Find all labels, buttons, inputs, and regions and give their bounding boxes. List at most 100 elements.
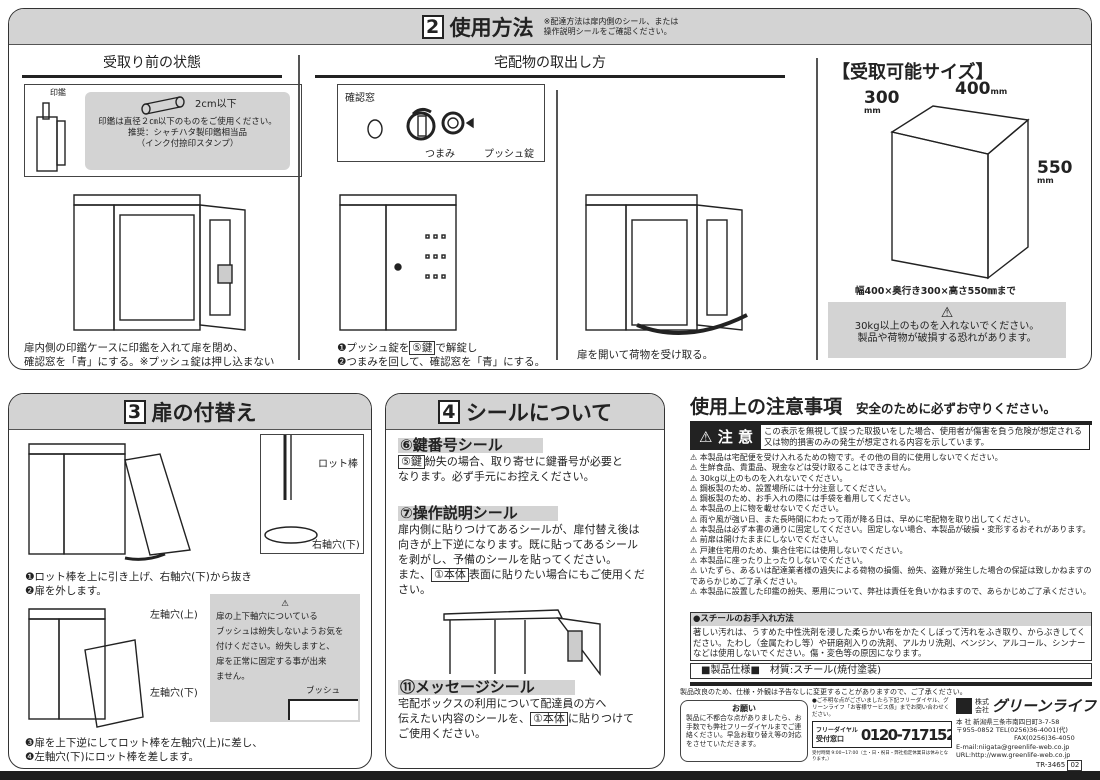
sticker-text: 宅配ボックスの利用について配達員の方へ [398, 697, 607, 710]
right-hole-label: 右軸穴(下) [312, 540, 360, 551]
sticker-title: ⑪メッセージシール [398, 680, 575, 695]
left-lower-hole-label: 左軸穴(下) [150, 688, 198, 699]
section-number: 4 [437, 399, 460, 424]
sticker-title: ⑦操作説明シール [398, 506, 558, 521]
cautions-title: 使用上の注意事項 [690, 396, 843, 418]
request-title: お願い [732, 704, 756, 713]
before-heading: 受取り前の状態 [22, 52, 282, 78]
bottom-bar [0, 771, 1100, 780]
open-caption: 扉を開いて荷物を受け取る。 [577, 349, 714, 361]
takeout-heading: 宅配物の取出し方 [315, 52, 785, 78]
door-reinstall-illustration [28, 608, 144, 728]
doc-code: TR-3465 02 [1036, 760, 1083, 771]
stamp-size: 2cm以下 [195, 99, 237, 110]
caution-list: ⚠ 本製品は宅配便を受け入れるための物です。その他の目的に使用しないでください。… [690, 453, 1092, 597]
change-notice: 製品改良のため、仕様・外観は予告なしに変更することがありますので、ご了承ください… [680, 688, 967, 696]
door-steps-3-4: ❸扉を上下逆にしてロット棒を左軸穴(上)に差し、❹左軸穴(下)にロット棒を差しま… [25, 736, 263, 764]
hotline-note: ●ご不明な点がございましたら下記フリーダイヤル、グリーンライフ「お客様サービス係… [812, 698, 950, 718]
care-title: ●スチールのお手入れ方法 [691, 613, 1091, 626]
caution-item: ⚠ 雨や風が強い日、また長時間にわたって雨が降る日は、早めに宅配物を取り出してく… [690, 514, 1035, 524]
fax: FAX(0256)36-4050 [1014, 734, 1075, 743]
key-tag: ⑤鍵 [409, 341, 436, 355]
step-1: ❶ロット棒を上に引き上げ、右軸穴(下)から抜き [25, 571, 252, 583]
caution-item: ⚠ 本製品は宅配便を受け入れるための物です。その他の目的に使用しないでください。 [690, 453, 1003, 462]
caution-item: ⚠ 本製品の上に物を載せないでください。 [690, 504, 844, 514]
cabinet-closed-illustration [339, 194, 457, 331]
sticker-text: 紛失の場合、取り寄せに鍵番号が必要と [424, 455, 623, 468]
step-3: ❸扉を上下逆にしてロット棒を左軸穴(上)に差し、 [25, 737, 263, 749]
code: TR-3465 [1036, 761, 1066, 769]
sticker-text: ご使用ください。 [398, 727, 486, 740]
stamp-callout [24, 84, 302, 177]
caution-item: ⚠ 本製品に設置した印鑑の紛失、悪用について、弊社は責任を負いかねますので、あら… [690, 586, 1091, 596]
section-number: 3 [123, 399, 146, 424]
care-text: 著しい汚れは、うすめた中性洗剤を浸した柔らかい布をかたくしぼって汚れをふき取り、… [693, 627, 1086, 658]
url: URL:http://www.greenlife-web.co.jp [956, 750, 1071, 759]
caution-item: ⚠ 鋼板製のため、お手入れの際には手袋を着用してください。 [690, 494, 916, 504]
warning-icon: ⚠ [281, 599, 289, 609]
hotline-hours: 受付時間 9:00~17:00（土・日・祝日・弊社指定休業日は休みとなります。） [812, 751, 949, 762]
sticker-text: 扉内側に貼りつけてあるシールが、扉付替え後は [398, 523, 640, 536]
hotline-label-line: フリーダイヤル [816, 726, 858, 734]
caution-item: ⚠ いたずら、あるいは配達業者様の過失による荷物の損傷、紛失、盗難が発生した場合… [690, 566, 1092, 586]
stamp-info: 2cm以下 印鑑は直径２㎝以下のものをご使用ください。 推奨：シャチハタ製印鑑相… [85, 92, 290, 170]
rod-detail-illustration [264, 435, 318, 544]
caution-item: ⚠ 本製品は必ず本書の通りに固定してください。固定しない場合、本製品が破損・変形… [690, 525, 1091, 535]
logo-mark [956, 698, 972, 714]
divider [556, 90, 558, 360]
section-usage-header: 2 使用方法 ※配達方法は扉内側のシール、または 操作説明シールをご確認ください… [9, 9, 1091, 45]
bush-label: ブッシュ [306, 686, 341, 696]
door-removal-illustration [28, 443, 191, 561]
rod-label: ロット棒 [318, 459, 358, 470]
unit: mm [990, 87, 1008, 96]
request-text: 製品に不都合な点がありましたら、お手数でも弊社フリーダイヤルまでご連絡ください。… [686, 714, 802, 748]
caution-item: ⚠ 30kg以上のものを入れないでください。 [690, 473, 848, 483]
left-upper-hole-label: 左軸穴(上) [150, 610, 198, 621]
warning-line: 製品や荷物が破損する恐れがあります。 [857, 333, 1037, 344]
sticker-text: なります。必ず手元にお控えください。 [398, 470, 595, 483]
divider [690, 682, 1092, 686]
section-number: 2 [421, 14, 444, 39]
warning-icon: ⚠ [940, 305, 954, 321]
cautions-subtitle: 安全のために必ずお守りください。 [856, 401, 1057, 416]
email: E-mail:niigata@greenlife-web.co.jp [956, 742, 1070, 751]
note-line: ブッシュは紛失しないようお気を [216, 627, 344, 637]
height-value: 550 [1037, 158, 1073, 178]
stamp-case-icon [36, 102, 66, 172]
page-number: 02 [1067, 760, 1083, 771]
caution-item: ⚠ 生鮮食品、貴重品、現金などは受け取ることはできません。 [690, 463, 916, 473]
caution-item: ⚠ 鋼板製のため、設置場所には十分注意してください。 [690, 483, 892, 493]
hotline-label-line: 受付窓口 [816, 734, 844, 743]
caution-definition: この表示を無視して誤った取扱いをした場合、使用者が傷害を負う危険が想定される又は… [764, 426, 1082, 447]
company-contact: 本 社 新潟県三条市南四日町3-7-58 〒955-0852 TEL(0256)… [956, 718, 1075, 759]
key-tag: ⑤鍵 [398, 455, 425, 469]
hotline-box: フリーダイヤル受付窓口 0120-717152 [812, 721, 952, 748]
size-summary: 幅400×奥行き300×高さ550㎜まで [855, 286, 1016, 297]
unit: mm [1037, 176, 1054, 185]
cautions-heading: 使用上の注意事項安全のために必ずお守りください。 [690, 392, 1092, 425]
body-tag: ①本体 [431, 568, 469, 582]
knob-icon [406, 107, 474, 141]
body-tag: ①本体 [530, 712, 568, 726]
company-prefix: 株式会社 [975, 698, 989, 714]
step-text: ❶プッシュ錠を [337, 342, 410, 354]
sticker-text: 伝えたい内容のシールを、 [398, 712, 530, 725]
divider [816, 58, 818, 360]
sticker-text: 向きが上下逆になります。既に貼ってあるシール [398, 538, 639, 551]
lock-callout [337, 84, 545, 162]
before-caption: 扉内側の印鑑ケースに印鑑を入れて扉を閉め、確認窓を「青」にする。※プッシュ錠は押… [24, 341, 274, 369]
warning-line: 30kg以上のものを入れないでください。 [854, 321, 1040, 332]
request-box: お願い 製品に不都合な点がありましたら、お手数でも弊社フリーダイヤルまでご連絡く… [680, 700, 808, 762]
company-logo: 株式会社 グリーンライフ [956, 697, 1096, 715]
caption-line: 確認窓を「青」にする。※プッシュ錠は押し込まない [24, 356, 275, 368]
caution-item: ⚠ 戸建住宅用のため、集合住宅には使用しないでください。 [690, 545, 908, 555]
sticker-text: さい。 [398, 583, 431, 596]
steel-care: ●スチールのお手入れ方法 著しい汚れは、うすめた中性洗剤を浸した柔らかい布をかた… [690, 612, 1092, 661]
bush-detail [288, 699, 358, 720]
stamp-cylinder-icon [141, 96, 185, 115]
confirm-window-icon [367, 119, 383, 139]
note-line: 付けください。紛失しますと、 [216, 642, 335, 652]
